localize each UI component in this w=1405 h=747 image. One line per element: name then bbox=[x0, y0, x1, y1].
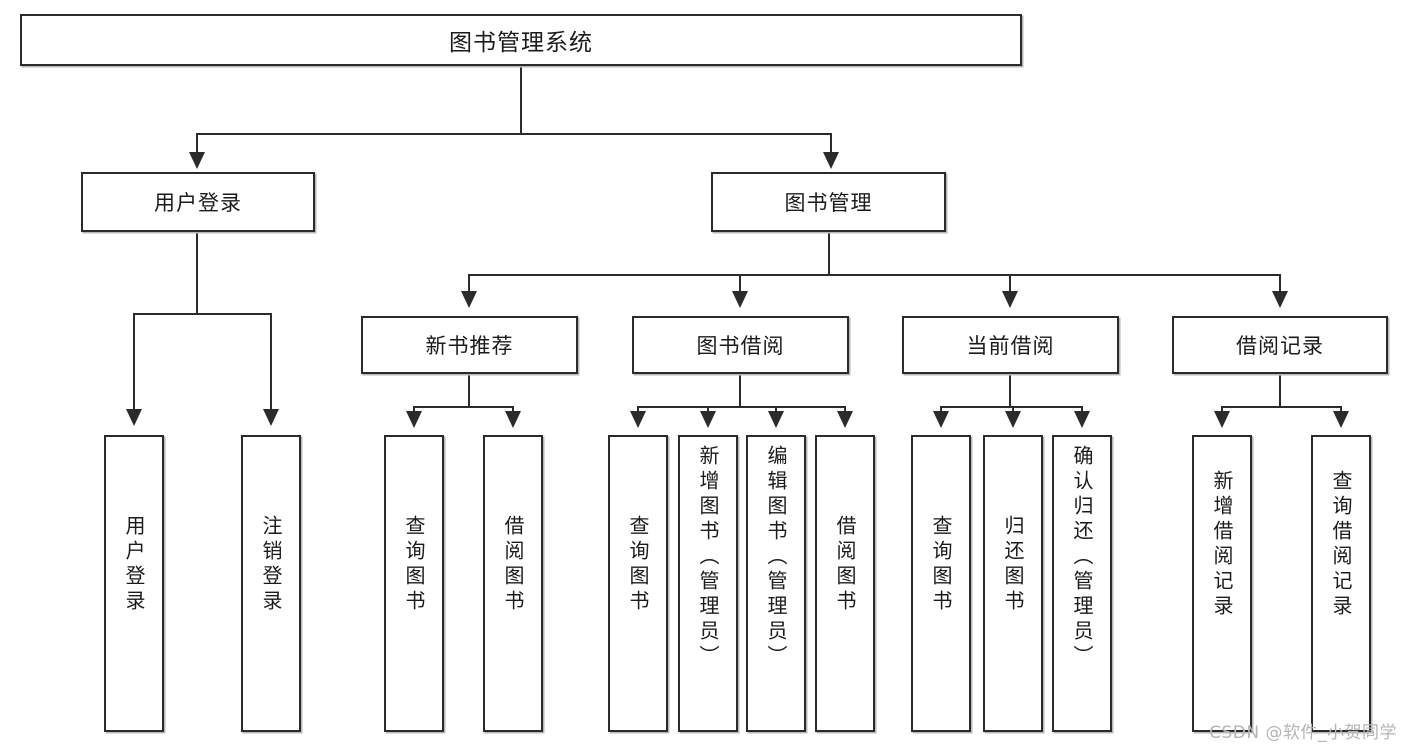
connector-newbook-stem bbox=[468, 374, 470, 408]
connector-root-stem bbox=[520, 66, 522, 134]
connector-root-bus bbox=[196, 133, 832, 135]
connector-newbook-l bbox=[413, 406, 415, 413]
node-book-borrow[interactable]: 图书借阅 bbox=[632, 316, 849, 374]
node-leaf-edit-book[interactable]: 编辑图书（管理员） bbox=[746, 435, 806, 732]
connector-userlogin-left bbox=[133, 313, 135, 411]
node-leaf-query-record[interactable]: 查询借阅记录 bbox=[1311, 435, 1371, 732]
connector-userlogin-right bbox=[270, 313, 272, 411]
arrow-to-leaf-user-login bbox=[126, 409, 142, 426]
node-leaf-borrow-book-1[interactable]: 借阅图书 bbox=[483, 435, 543, 732]
node-book-manage[interactable]: 图书管理 bbox=[711, 172, 946, 232]
node-leaf-user-login[interactable]: 用户登录 bbox=[104, 435, 164, 732]
node-leaf-confirm-return-label: 确认归还（管理员） bbox=[1070, 445, 1094, 670]
connector-currentborrow-c1 bbox=[940, 406, 942, 413]
node-leaf-return-book[interactable]: 归还图书 bbox=[983, 435, 1043, 732]
arrow-to-current-borrow bbox=[1002, 291, 1018, 308]
arrow-to-leaf-return-book bbox=[1005, 411, 1021, 428]
node-root[interactable]: 图书管理系统 bbox=[20, 14, 1022, 66]
connector-bookmanage-stem bbox=[828, 232, 830, 276]
connector-bookmanage-c1 bbox=[468, 274, 470, 293]
node-root-label: 图书管理系统 bbox=[449, 30, 593, 56]
node-leaf-edit-book-label: 编辑图书（管理员） bbox=[764, 445, 788, 670]
connector-bookmanage-c4 bbox=[1279, 274, 1281, 293]
connector-root-to-userlogin bbox=[196, 133, 198, 155]
node-leaf-add-record[interactable]: 新增借阅记录 bbox=[1192, 435, 1252, 732]
connector-borrowrecord-stem bbox=[1279, 374, 1281, 408]
node-new-book-rec-label: 新书推荐 bbox=[425, 334, 514, 358]
connector-bookborrow-c1 bbox=[637, 406, 639, 413]
node-user-login[interactable]: 用户登录 bbox=[81, 172, 315, 232]
arrow-to-book-manage bbox=[823, 152, 839, 169]
arrow-to-leaf-borrow-book-1 bbox=[505, 411, 521, 428]
arrow-to-leaf-edit-book bbox=[768, 411, 784, 428]
node-leaf-borrow-book-2-label: 借阅图书 bbox=[833, 515, 857, 615]
node-borrow-record[interactable]: 借阅记录 bbox=[1172, 316, 1388, 374]
node-current-borrow-label: 当前借阅 bbox=[966, 334, 1055, 358]
arrow-to-leaf-query-book-1 bbox=[406, 411, 422, 428]
connector-bookmanage-c3 bbox=[1009, 274, 1011, 293]
node-current-borrow[interactable]: 当前借阅 bbox=[902, 316, 1119, 374]
arrow-to-user-login bbox=[189, 152, 205, 169]
arrow-to-leaf-borrow-book-2 bbox=[837, 411, 853, 428]
connector-bookborrow-c4 bbox=[844, 406, 846, 413]
connector-userlogin-stem bbox=[196, 232, 198, 314]
connector-borrowrecord-r bbox=[1340, 406, 1342, 413]
connector-currentborrow-bus bbox=[940, 406, 1081, 408]
node-leaf-logout[interactable]: 注销登录 bbox=[241, 435, 301, 732]
node-leaf-query-record-label: 查询借阅记录 bbox=[1329, 470, 1353, 620]
connector-newbook-r bbox=[512, 406, 514, 413]
arrow-to-leaf-query-book-3 bbox=[933, 411, 949, 428]
node-book-manage-label: 图书管理 bbox=[784, 191, 873, 215]
arrow-to-borrow-record bbox=[1272, 291, 1288, 308]
connector-userlogin-bus bbox=[133, 313, 272, 315]
connector-root-to-bookmanage bbox=[830, 133, 832, 155]
node-leaf-query-book-1[interactable]: 查询图书 bbox=[384, 435, 444, 732]
node-leaf-query-book-3[interactable]: 查询图书 bbox=[911, 435, 971, 732]
node-leaf-borrow-book-2[interactable]: 借阅图书 bbox=[815, 435, 875, 732]
connector-bookborrow-c3 bbox=[775, 406, 777, 413]
node-leaf-add-record-label: 新增借阅记录 bbox=[1210, 470, 1234, 620]
node-leaf-query-book-1-label: 查询图书 bbox=[402, 515, 426, 615]
arrow-to-new-book-rec bbox=[461, 291, 477, 308]
node-leaf-logout-label: 注销登录 bbox=[259, 515, 283, 615]
node-leaf-borrow-book-1-label: 借阅图书 bbox=[501, 515, 525, 615]
connector-bookborrow-stem bbox=[739, 374, 741, 408]
arrow-to-leaf-query-book-2 bbox=[630, 411, 646, 428]
connector-borrowrecord-l bbox=[1221, 406, 1223, 413]
node-borrow-record-label: 借阅记录 bbox=[1236, 334, 1324, 358]
connector-bookborrow-bus bbox=[637, 406, 845, 408]
connector-bookmanage-bus bbox=[468, 274, 1280, 276]
arrow-to-leaf-add-book bbox=[700, 411, 716, 428]
connector-currentborrow-c3 bbox=[1081, 406, 1083, 413]
node-user-login-label: 用户登录 bbox=[154, 191, 242, 215]
node-book-borrow-label: 图书借阅 bbox=[696, 334, 785, 358]
node-leaf-query-book-3-label: 查询图书 bbox=[929, 515, 953, 615]
node-leaf-confirm-return[interactable]: 确认归还（管理员） bbox=[1052, 435, 1112, 732]
arrow-to-book-borrow bbox=[732, 291, 748, 308]
connector-currentborrow-c2 bbox=[1012, 406, 1014, 413]
node-leaf-query-book-2[interactable]: 查询图书 bbox=[608, 435, 668, 732]
connector-newbook-bus bbox=[413, 406, 513, 408]
arrow-to-leaf-confirm-return bbox=[1074, 411, 1090, 428]
connector-bookborrow-c2 bbox=[707, 406, 709, 413]
arrow-to-leaf-add-record bbox=[1214, 411, 1230, 428]
connector-currentborrow-stem bbox=[1009, 374, 1011, 408]
connector-borrowrecord-bus bbox=[1221, 406, 1341, 408]
node-leaf-user-login-label: 用户登录 bbox=[122, 515, 146, 615]
node-leaf-query-book-2-label: 查询图书 bbox=[626, 515, 650, 615]
arrow-to-leaf-logout bbox=[263, 409, 279, 426]
node-leaf-return-book-label: 归还图书 bbox=[1001, 515, 1025, 615]
node-new-book-rec[interactable]: 新书推荐 bbox=[361, 316, 578, 374]
node-leaf-add-book[interactable]: 新增图书（管理员） bbox=[678, 435, 738, 732]
connector-bookmanage-c2 bbox=[739, 274, 741, 293]
node-leaf-add-book-label: 新增图书（管理员） bbox=[696, 445, 720, 670]
arrow-to-leaf-query-record bbox=[1333, 411, 1349, 428]
